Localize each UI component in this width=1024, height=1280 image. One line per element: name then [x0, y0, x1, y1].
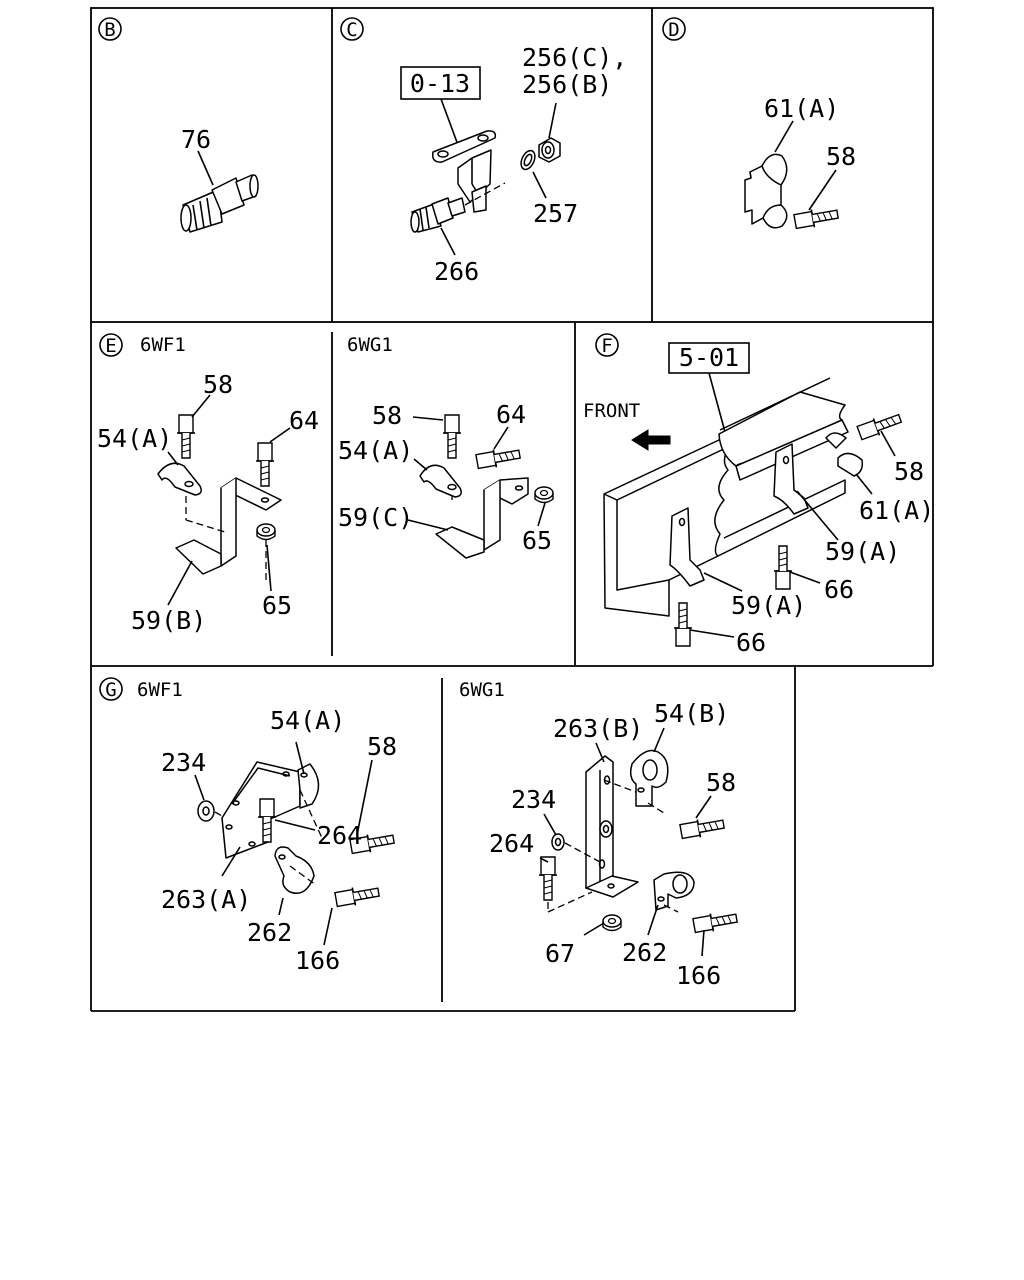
nut-67-icon	[602, 914, 622, 932]
bolt-icon	[442, 414, 462, 459]
label-61a: 61(A)	[859, 496, 934, 525]
label-262: 262	[247, 918, 292, 947]
bracket-59a-icon	[773, 443, 809, 515]
label-59a: 59(A)	[731, 591, 806, 620]
section-g-6wf1: G 6WF1	[99, 677, 397, 975]
ref-box-0-13: 0-13	[410, 69, 470, 98]
label-256b: 256(B)	[522, 70, 612, 99]
mounting-plate-icon	[431, 130, 497, 213]
label-59a: 59(A)	[825, 537, 900, 566]
hose-fitting-icon	[410, 197, 466, 233]
label-61a: 61(A)	[764, 94, 839, 123]
label-234: 234	[161, 748, 206, 777]
bolt-icon	[176, 414, 196, 459]
section-letter-f: F	[601, 335, 612, 357]
clip-54a-icon	[157, 462, 202, 496]
variant-6wf1: 6WF1	[140, 334, 186, 356]
bolt-icon	[691, 908, 739, 936]
label-234: 234	[511, 785, 556, 814]
label-58: 58	[706, 768, 736, 797]
section-letter-c: C	[346, 19, 357, 41]
section-d: D 61(A) 58	[662, 17, 856, 232]
section-f: F 5-01 FRONT	[583, 333, 934, 657]
bolt-icon	[474, 444, 522, 472]
section-b: B 76	[98, 17, 259, 233]
variant-6wg1: 6WG1	[459, 679, 505, 701]
bolt-icon	[255, 442, 275, 487]
label-58: 58	[826, 142, 856, 171]
label-58: 58	[367, 732, 397, 761]
double-clip-icon	[744, 153, 788, 229]
section-c: C 0-13	[340, 17, 627, 286]
label-67: 67	[545, 939, 575, 968]
nut-234-icon	[551, 833, 565, 851]
label-65: 65	[262, 591, 292, 620]
variant-6wf1: 6WF1	[137, 679, 183, 701]
clip-262-icon	[274, 846, 315, 894]
nut-icon	[534, 486, 554, 504]
union-fitting-icon	[180, 174, 259, 233]
label-257: 257	[533, 199, 578, 228]
ref-box-5-01: 5-01	[679, 343, 739, 372]
label-58: 58	[372, 401, 402, 430]
label-54a: 54(A)	[97, 424, 172, 453]
label-64: 64	[496, 400, 526, 429]
label-256c: 256(C),	[522, 43, 627, 72]
bolt-icon	[792, 204, 840, 232]
label-264: 264	[317, 821, 362, 850]
section-e-6wf1: E 6WF1 58 54(A) 64 59(B) 65	[97, 333, 319, 635]
label-59b: 59(B)	[131, 606, 206, 635]
label-59c: 59(C)	[338, 503, 413, 532]
clip-262-icon	[653, 871, 695, 911]
label-166: 166	[295, 946, 340, 975]
bolt-icon	[773, 545, 793, 590]
nut-icon	[538, 137, 561, 163]
clip-54a-icon	[297, 763, 320, 809]
nut-234-icon	[197, 800, 215, 822]
section-letter-e: E	[105, 335, 116, 357]
bracket-59b-icon	[175, 477, 282, 575]
front-arrow-icon	[631, 429, 671, 451]
double-clip-icon	[825, 432, 864, 477]
section-letter-b: B	[104, 19, 115, 41]
bolt-icon	[855, 409, 904, 443]
frame	[90, 7, 934, 1012]
clip-54a-icon	[419, 464, 462, 498]
section-letter-g: G	[105, 679, 116, 701]
label-58: 58	[203, 370, 233, 399]
clip-54b-icon	[629, 749, 669, 807]
label-266: 266	[434, 257, 479, 286]
bracket-263b-icon	[585, 755, 639, 898]
frame-rail-icon	[603, 377, 849, 617]
label-76: 76	[181, 125, 211, 154]
label-166: 166	[676, 961, 721, 990]
label-54b: 54(B)	[654, 699, 729, 728]
washer-icon	[520, 149, 536, 171]
section-g-6wg1: 6WG1	[459, 679, 739, 990]
label-263a: 263(A)	[161, 885, 251, 914]
front-label: FRONT	[583, 400, 640, 422]
label-264: 264	[489, 829, 534, 858]
label-65: 65	[522, 526, 552, 555]
bracket-59c-icon	[435, 477, 529, 559]
bolt-icon	[673, 602, 693, 647]
bolt-icon	[333, 882, 381, 910]
label-66: 66	[824, 575, 854, 604]
label-58: 58	[894, 457, 924, 486]
label-262: 262	[622, 938, 667, 967]
section-e-6wg1: 6WG1 58 64 54(A) 59(C) 65	[338, 334, 554, 559]
section-letter-d: D	[668, 19, 679, 41]
variant-6wg1: 6WG1	[347, 334, 393, 356]
label-64: 64	[289, 406, 319, 435]
label-54a: 54(A)	[270, 706, 345, 735]
bolt-icon	[538, 856, 558, 901]
label-54a: 54(A)	[338, 436, 413, 465]
label-263b: 263(B)	[553, 714, 643, 743]
bracket-59a-icon	[669, 507, 705, 587]
bolt-icon	[678, 814, 726, 842]
label-66: 66	[736, 628, 766, 657]
nut-icon	[256, 523, 276, 541]
